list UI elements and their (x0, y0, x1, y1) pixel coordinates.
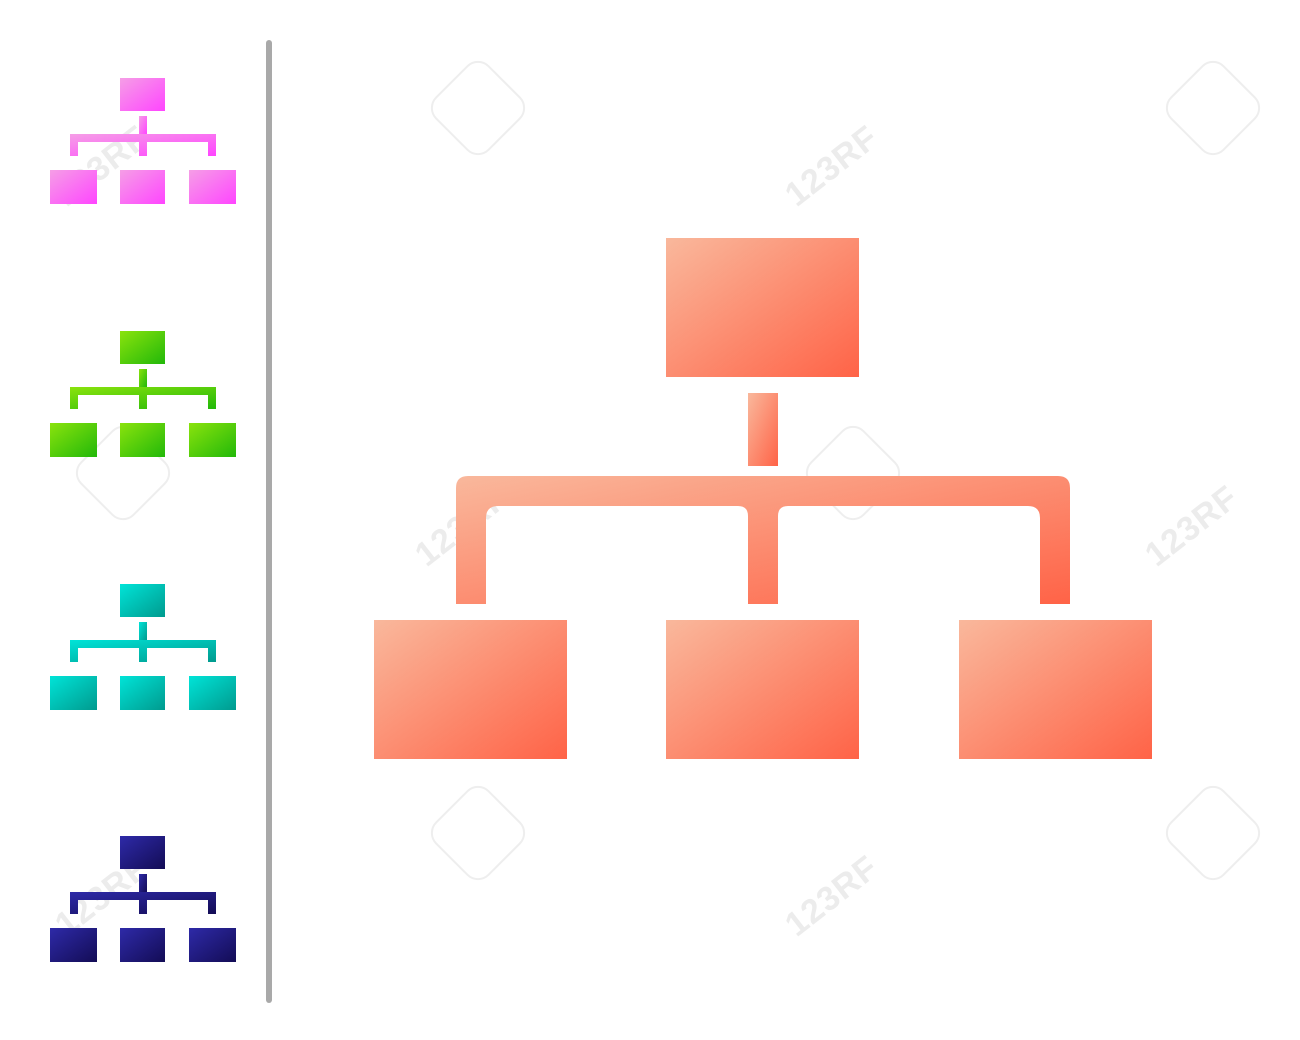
hierarchy-icon (50, 584, 236, 710)
hierarchy-icon-indigo (50, 836, 236, 962)
hierarchy-icon (50, 331, 236, 457)
vertical-divider (266, 40, 272, 1003)
hierarchy-icon (374, 238, 1152, 759)
watermark-camera-icon (1159, 779, 1267, 887)
hierarchy-icon-green (50, 331, 236, 457)
watermark: 123RF (1137, 478, 1246, 575)
hierarchy-icon (50, 836, 236, 962)
watermark: 123RF (777, 848, 886, 945)
watermark: 123RF (777, 118, 886, 215)
watermark-camera-icon (424, 779, 532, 887)
watermark-camera-icon (424, 54, 532, 162)
main-hierarchy-icon (372, 236, 1154, 760)
hierarchy-icon-pink (50, 78, 236, 204)
watermark-camera-icon (1159, 54, 1267, 162)
hierarchy-icon-teal (50, 584, 236, 710)
hierarchy-icon (50, 78, 236, 204)
